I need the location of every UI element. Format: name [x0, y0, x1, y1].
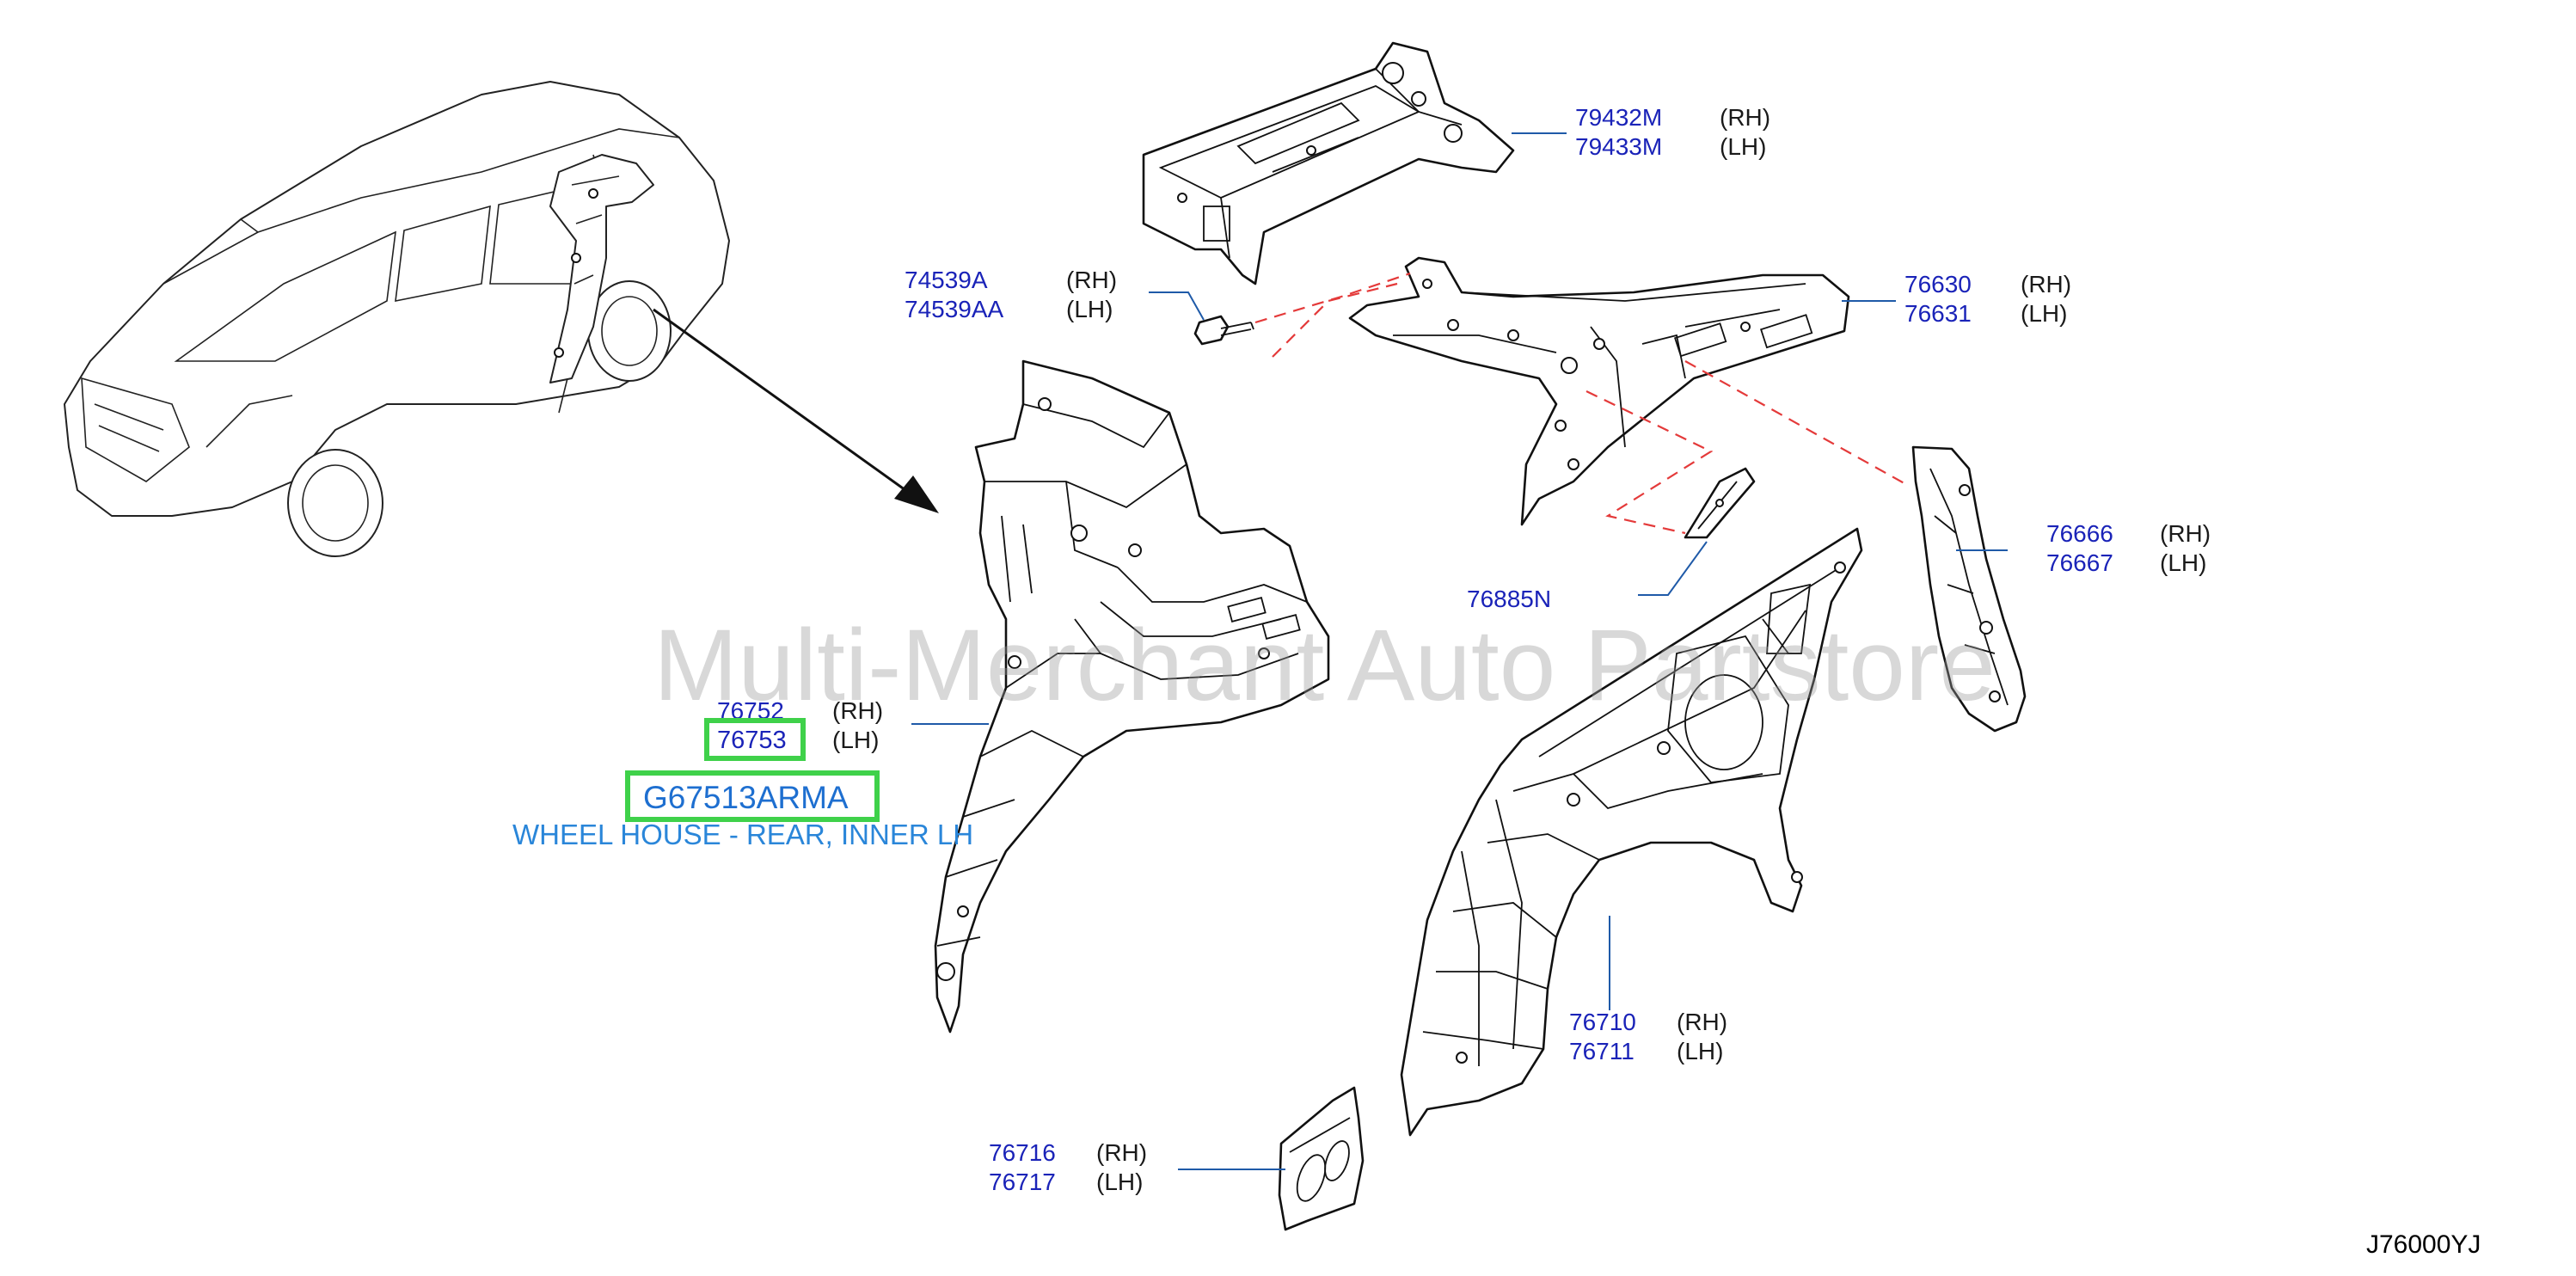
callout-76716[interactable]: 76716 (RH) 76717 (LH) [989, 1139, 1147, 1195]
part-79432m-illustration [1142, 41, 1515, 285]
diagram-code: J76000YJ [2366, 1230, 2481, 1259]
side-rh-label: (RH) [1096, 1139, 1147, 1166]
bolt-74539a-illustration [1193, 315, 1254, 346]
assembly-dashed-lines [1254, 272, 1910, 535]
side-rh-label: (RH) [1720, 104, 1770, 131]
part-76666-illustration [1911, 445, 2027, 733]
side-rh-label: (RH) [2021, 271, 2071, 298]
part-76752-illustration [934, 359, 1330, 1034]
part-number-rh[interactable]: 76710 [1569, 1009, 1636, 1035]
part-number-lh[interactable]: 79433M [1575, 133, 1662, 160]
side-rh-label: (RH) [2160, 520, 2211, 547]
watermark-text: Multi-Merchant Auto Partstore [653, 609, 1996, 722]
part-number-rh[interactable]: 74539A [905, 267, 988, 293]
side-lh-label: (LH) [1720, 133, 1766, 160]
callout-74539a[interactable]: 74539A (RH) 74539AA (LH) [905, 267, 1117, 322]
side-lh-label: (LH) [1677, 1038, 1723, 1064]
part-number-rh[interactable]: 79432M [1575, 104, 1662, 131]
part-number-lh[interactable]: 76711 [1569, 1038, 1635, 1064]
callout-arrow [653, 308, 939, 513]
side-lh-label: (LH) [2160, 549, 2206, 576]
callout-76752[interactable]: 76752 (RH) 76753 (LH) [704, 697, 883, 761]
part-76716-illustration [1278, 1086, 1365, 1231]
highlight-box-oem-number [625, 770, 880, 822]
car-overview-illustration [64, 81, 730, 557]
highlight-box-part-number [704, 718, 806, 761]
callout-76885n[interactable]: 76885N [1467, 586, 1551, 612]
callout-79432m[interactable]: 79432M (RH) 79433M (LH) [1575, 104, 1770, 160]
part-number-rh[interactable]: 76630 [1904, 271, 1972, 298]
part-number-lh[interactable]: 74539AA [905, 296, 1004, 322]
callout-76666[interactable]: 76666 (RH) 76667 (LH) [2046, 520, 2211, 576]
leader-lines [911, 132, 2008, 1170]
highlighted-part[interactable]: G67513ARMA WHEEL HOUSE - REAR, INNER LH [512, 770, 973, 850]
oem-part-number[interactable]: G67513ARMA [643, 780, 849, 815]
part-number-rh[interactable]: 76666 [2046, 520, 2113, 547]
side-lh-label: (LH) [832, 727, 879, 753]
part-number-lh[interactable]: 76667 [2046, 549, 2113, 576]
part-number-lh[interactable]: 76753 [717, 727, 787, 754]
side-rh-label: (RH) [1677, 1009, 1727, 1035]
side-rh-label: (RH) [1066, 267, 1117, 293]
side-lh-label: (LH) [1066, 296, 1113, 322]
part-76630-illustration [1348, 256, 1850, 526]
side-rh-label: (RH) [832, 697, 883, 724]
callout-76630[interactable]: 76630 (RH) 76631 (LH) [1904, 271, 2071, 327]
part-number-lh[interactable]: 76631 [1904, 300, 1972, 327]
part-number-lh[interactable]: 76717 [989, 1169, 1056, 1195]
part-description: WHEEL HOUSE - REAR, INNER LH [512, 819, 973, 850]
part-76710-illustration [1400, 527, 1863, 1137]
side-lh-label: (LH) [1096, 1169, 1143, 1195]
bracket-76885n-illustration [1684, 467, 1756, 539]
part-number-rh[interactable]: 76716 [989, 1139, 1056, 1166]
part-number[interactable]: 76885N [1467, 586, 1551, 612]
callout-76710[interactable]: 76710 (RH) 76711 (LH) [1569, 1009, 1727, 1064]
side-lh-label: (LH) [2021, 300, 2067, 327]
